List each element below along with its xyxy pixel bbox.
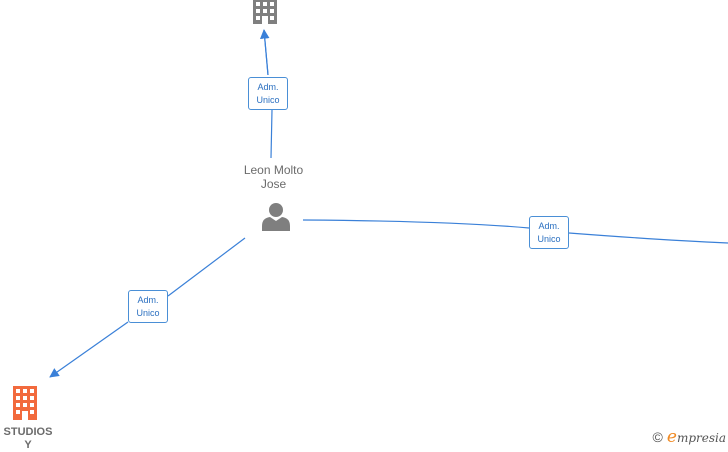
company-label-line2: Y <box>0 439 56 452</box>
edge-label-role: Adm. <box>129 294 167 307</box>
edge-label-bottom-left[interactable]: Adm. Unico <box>128 290 168 323</box>
edge-label-role-detail: Unico <box>129 307 167 320</box>
edge-label-role-detail: Unico <box>530 233 568 246</box>
brand-logo-initial: e <box>667 427 677 447</box>
edge-to-right-offscreen <box>303 220 728 243</box>
person-name-line1: Leon Molto <box>226 163 321 177</box>
edge-label-role-detail: Unico <box>249 94 287 107</box>
person-name-label[interactable]: Leon Molto Jose <box>226 163 321 191</box>
edge-label-right[interactable]: Adm. Unico <box>529 216 569 249</box>
brand-footer: ©empresia <box>653 427 726 447</box>
company-label[interactable]: STUDIOS Y <box>0 426 56 452</box>
edge-label-role: Adm. <box>249 81 287 94</box>
person-icon[interactable] <box>261 202 291 231</box>
copyright-symbol: © <box>653 429 663 445</box>
edge-label-top[interactable]: Adm. Unico <box>248 77 288 110</box>
edge-to-bottom-company <box>168 238 245 296</box>
edge-to-top-company-arrow <box>264 30 268 75</box>
company-label-line1: STUDIOS <box>0 426 56 439</box>
edge-label-role: Adm. <box>530 220 568 233</box>
building-icon[interactable] <box>11 386 39 420</box>
edge-to-bottom-company-arrow <box>50 322 128 377</box>
brand-logo-text: mpresia <box>677 431 726 445</box>
building-icon[interactable] <box>250 0 280 24</box>
person-name-line2: Jose <box>226 177 321 191</box>
